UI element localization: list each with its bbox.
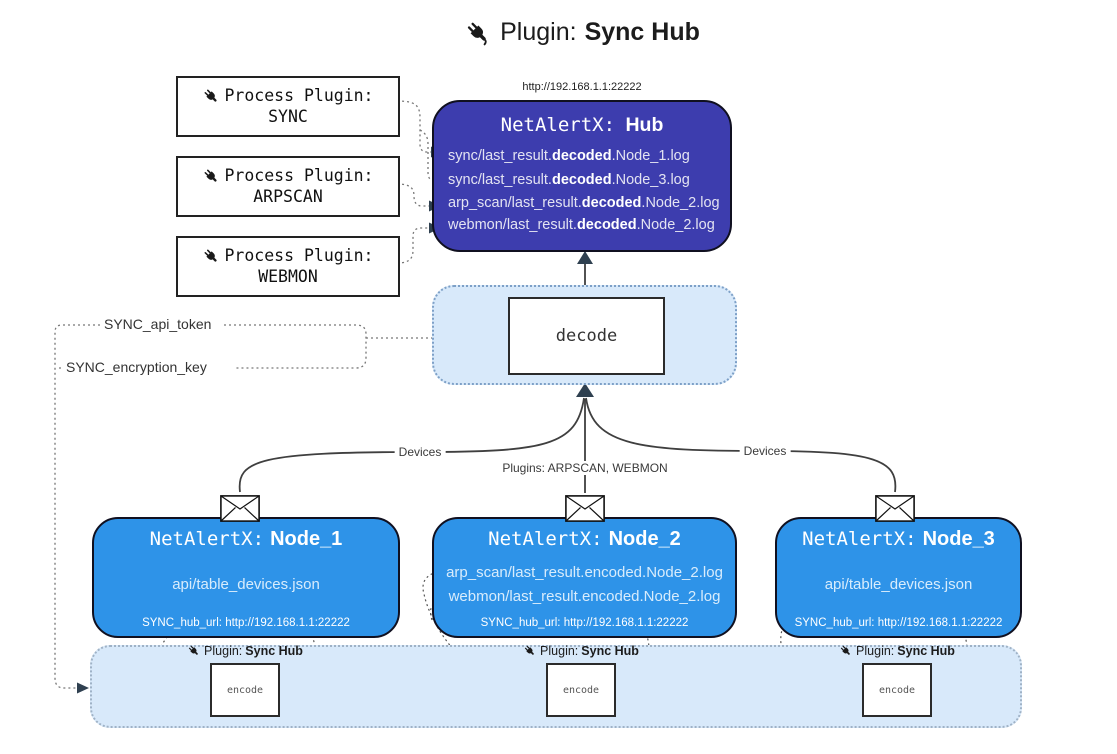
hub-log-line: webmon/last_result.decoded.Node_2.log <box>448 217 715 233</box>
process-plugin-arpscan: Process Plugin: ARPSCAN <box>176 156 400 217</box>
hub-url-label: http://192.168.1.1:22222 <box>522 81 642 93</box>
hub-log-line: sync/last_result.decoded.Node_3.log <box>448 172 690 188</box>
node-title: NetAlertX:Node_3 <box>802 528 995 550</box>
process-plugin-name: ARPSCAN <box>253 186 323 206</box>
hub-log-list: sync/last_result.decoded.Node_1.log sync… <box>434 144 730 236</box>
devices-label-right: Devices <box>739 444 791 458</box>
title-prefix: Plugin: <box>500 18 577 46</box>
hub-log-line: sync/last_result.decoded.Node_1.log <box>448 148 690 164</box>
plug-icon <box>839 644 853 658</box>
node-2-box: NetAlertX:Node_2 arp_scan/last_result.en… <box>432 517 737 638</box>
devices-label-left: Devices <box>394 445 446 459</box>
title-name: Sync Hub <box>584 18 700 46</box>
strip-plugin-label: Plugin: Sync Hub <box>839 644 955 658</box>
page-title: Plugin: Sync Hub <box>464 18 700 47</box>
hub-log-line: arp_scan/last_result.decoded.Node_2.log <box>448 195 720 211</box>
plug-icon <box>202 167 221 186</box>
node-title: NetAlertX:Node_2 <box>488 528 681 550</box>
encode-box: encode <box>862 663 932 717</box>
sync-api-token-label: SYNC_api_token <box>100 316 216 332</box>
hub-title-prefix: NetAlertX: <box>500 114 616 136</box>
node-3-box: NetAlertX:Node_3 api/table_devices.json … <box>775 517 1022 638</box>
node-hub-url: SYNC_hub_url: http://192.168.1.1:22222 <box>480 617 689 629</box>
envelope-icon <box>875 495 915 522</box>
sync-encryption-key-label: SYNC_encryption_key <box>62 359 211 375</box>
encode-box: encode <box>546 663 616 717</box>
process-plugin-name: WEBMON <box>258 266 318 286</box>
node-title: NetAlertX:Node_1 <box>149 528 343 550</box>
envelope-icon <box>565 495 605 522</box>
plug-icon <box>202 87 221 106</box>
plug-icon <box>523 644 537 658</box>
node-file: api/table_devices.json <box>824 575 973 593</box>
envelope-icon <box>220 495 260 522</box>
process-to-hub-connectors <box>396 100 434 264</box>
node-hub-url: SYNC_hub_url: http://192.168.1.1:22222 <box>794 617 1003 629</box>
process-plugin-name: SYNC <box>268 106 308 126</box>
plug-icon <box>187 644 201 658</box>
strip-plugin-label: Plugin: Sync Hub <box>523 644 639 658</box>
encode-box: encode <box>210 663 280 717</box>
plugins-label: Plugins: ARPSCAN, WEBMON <box>498 461 672 475</box>
node-file: webmon/last_result.encoded.Node_2.log <box>448 587 721 605</box>
process-plugin-webmon: Process Plugin: WEBMON <box>176 236 400 297</box>
process-plugin-sync: Process Plugin: SYNC <box>176 76 400 137</box>
hub-title: NetAlertX: Hub <box>434 114 730 137</box>
plug-icon <box>464 19 492 47</box>
node-1-box: NetAlertX:Node_1 api/table_devices.json … <box>92 517 400 638</box>
node-file: arp_scan/last_result.encoded.Node_2.log <box>446 563 723 581</box>
strip-plugin-label: Plugin: Sync Hub <box>187 644 303 658</box>
node-hub-url: SYNC_hub_url: http://192.168.1.1:22222 <box>142 617 350 629</box>
hub-title-name: Hub <box>625 114 664 136</box>
plug-icon <box>202 247 221 266</box>
decode-box: decode <box>508 297 665 375</box>
process-plugin-label: Process Plugin: <box>224 85 374 105</box>
node-file: api/table_devices.json <box>172 575 320 593</box>
hub-box: NetAlertX: Hub sync/last_result.decoded.… <box>432 100 732 252</box>
process-plugin-label: Process Plugin: <box>224 245 374 265</box>
process-plugin-label: Process Plugin: <box>224 165 374 185</box>
